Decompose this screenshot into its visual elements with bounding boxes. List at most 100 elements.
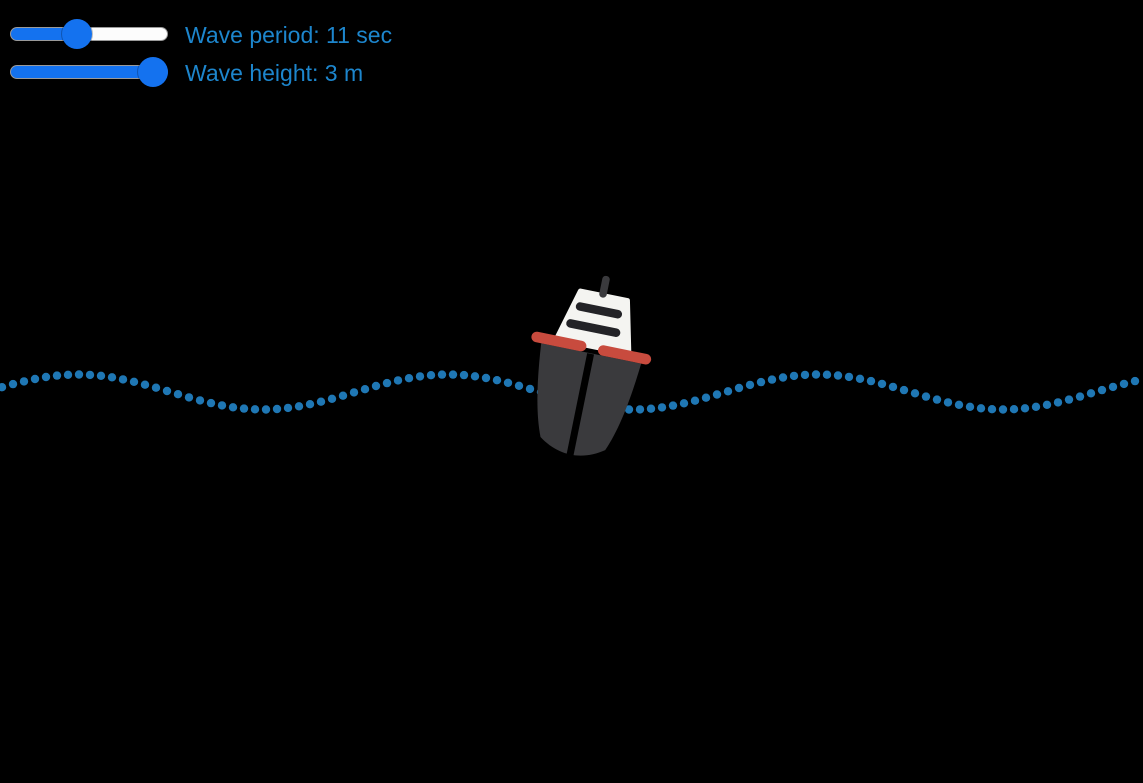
wave-dot <box>8 379 18 389</box>
ship <box>531 275 652 465</box>
wave-dot <box>1031 402 1041 411</box>
wave-dot <box>393 376 403 385</box>
wave-dot <box>448 370 458 379</box>
wave-dot <box>118 375 128 384</box>
wave-period-slider-thumb[interactable] <box>62 19 93 49</box>
wave-dot <box>800 370 810 380</box>
ship-hull-gap <box>564 353 595 465</box>
wave-dot <box>767 375 777 384</box>
wave-dot <box>668 401 678 410</box>
wave-dot <box>492 376 502 385</box>
wave-dot <box>371 381 381 391</box>
wave-dot <box>712 390 722 399</box>
wave-dot <box>723 387 733 396</box>
wave-dot <box>162 386 172 396</box>
wave-height-slider-thumb[interactable] <box>138 57 168 87</box>
wave-dot <box>1042 400 1052 409</box>
wave-dot <box>1020 404 1030 413</box>
wave-dot <box>349 388 359 397</box>
wave-dot <box>789 371 799 381</box>
wave-dot <box>811 370 821 379</box>
wave-dot <box>52 371 62 380</box>
wave-dot <box>954 400 964 409</box>
wave-dot <box>734 383 744 393</box>
wave-dot <box>360 385 370 394</box>
wave-dot <box>415 372 425 381</box>
wave-dot <box>272 404 282 414</box>
wave-dot <box>679 399 689 408</box>
wave-dot <box>206 398 216 408</box>
wave-dot <box>921 392 931 401</box>
wave-dot <box>228 403 238 412</box>
wave-dot <box>261 405 271 414</box>
wave-dot <box>74 370 84 379</box>
wave-dot <box>1130 376 1140 386</box>
wave-dot <box>404 374 414 383</box>
wave-dot <box>514 381 524 390</box>
ship-sail-slash-bottom <box>566 319 621 337</box>
wave-dot <box>437 370 447 379</box>
wave-dot <box>129 377 139 386</box>
wave-height-slider[interactable] <box>10 57 168 87</box>
wave-dot <box>327 394 337 403</box>
wave-dot <box>85 370 95 380</box>
wave-dot <box>184 393 194 402</box>
ship-stripe-left <box>531 331 587 352</box>
wave-dot <box>195 396 205 405</box>
ship-sail-slash-top <box>575 302 623 319</box>
wave-dot <box>844 372 854 382</box>
wave-dot <box>305 400 315 409</box>
wave-dot <box>756 377 766 387</box>
wave-dot <box>690 396 700 405</box>
wave-dot <box>459 370 469 380</box>
wave-dot <box>1119 379 1129 389</box>
wave-dot <box>965 402 975 411</box>
wave-dot <box>822 370 832 379</box>
wave-dot <box>1108 382 1118 392</box>
wave-dot <box>1009 405 1019 414</box>
wave-dot <box>1097 385 1107 395</box>
wave-dot <box>745 380 755 390</box>
wave-dot <box>0 383 7 392</box>
wave-dot <box>1086 389 1096 398</box>
wave-dot <box>866 376 876 386</box>
wave-dot <box>151 383 161 392</box>
wave-dot <box>338 391 348 400</box>
wave-dot <box>778 373 788 382</box>
ship-mast-icon <box>599 275 610 298</box>
wave-dot <box>294 402 304 411</box>
wave-dot <box>19 377 29 386</box>
ship-stripe-right <box>597 345 652 365</box>
wave-dot <box>96 371 106 380</box>
wave-dot <box>833 371 843 380</box>
ship-hull <box>537 343 642 456</box>
wave-dot <box>140 380 150 389</box>
wave-dot <box>943 398 953 407</box>
wave-dot <box>481 373 491 383</box>
wave-dot <box>525 384 535 394</box>
wave-dot <box>624 405 634 414</box>
wave-height-label: Wave height: 3 m <box>185 60 364 86</box>
wave-dot <box>635 405 645 414</box>
wave-dot <box>217 401 227 410</box>
wave-dot <box>987 405 997 414</box>
wave-dot <box>976 404 986 413</box>
wave-dot <box>646 404 656 413</box>
wave-dot <box>426 371 436 380</box>
wave-dot <box>173 390 183 399</box>
wave-dot <box>998 405 1008 414</box>
wave-dot <box>657 403 667 412</box>
wave-dot <box>877 379 887 389</box>
wave-dot <box>30 374 40 384</box>
wave-dot <box>283 403 293 413</box>
wave-dot <box>470 372 480 381</box>
wave-dot <box>382 378 392 388</box>
wave-dot <box>888 382 898 392</box>
wave-dot <box>1075 392 1085 401</box>
wave-dot <box>1053 398 1063 407</box>
wave-period-slider[interactable] <box>10 19 168 49</box>
wave-dot <box>63 370 73 379</box>
wave-dot <box>701 393 711 402</box>
